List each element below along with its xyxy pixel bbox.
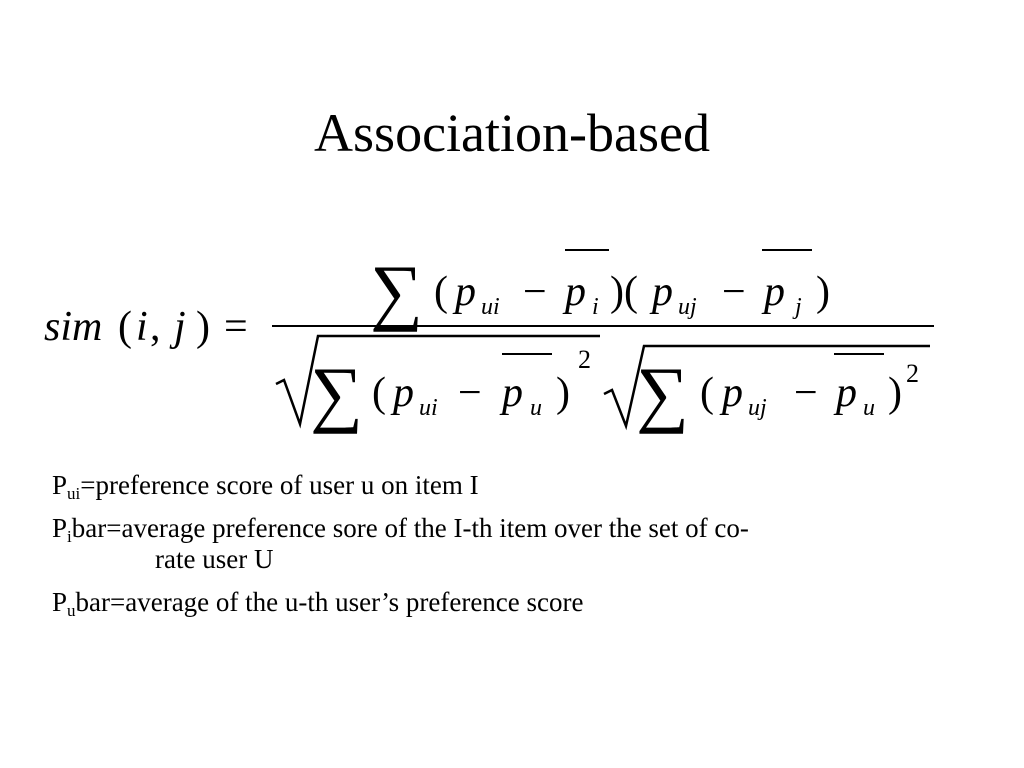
denominator-left-sum-sign: ∑ — [310, 353, 363, 435]
numerator-p-ui: p — [452, 269, 476, 315]
denominator-right-p-u: p — [833, 370, 857, 416]
numerator-middle-parens: )( — [610, 269, 638, 315]
numerator-open-paren: ( — [434, 269, 448, 315]
numerator-p-i: p — [562, 269, 586, 315]
numerator-sub-uj: uj — [678, 294, 697, 320]
denominator-left-open-paren: ( — [372, 370, 386, 416]
numerator-sub-ui: ui — [481, 294, 500, 320]
lhs-arg-j: j — [169, 304, 186, 350]
definition-symbol: P — [52, 513, 68, 543]
denominator-right-sub-u: u — [863, 395, 875, 421]
denominator-right-close-paren: ) — [888, 370, 902, 416]
denominator-left-exponent: 2 — [578, 345, 591, 374]
definition-text: =preference score of user u on item I — [80, 470, 479, 500]
numerator-sub-j: j — [792, 294, 802, 320]
definition-symbol: P — [52, 587, 68, 617]
definition-pu-bar: Pubar=average of the u-th user’s prefere… — [52, 587, 952, 620]
denominator-left-p-u: p — [499, 370, 523, 416]
numerator-p-j: p — [761, 269, 785, 315]
denominator-right-sub-uj: uj — [748, 395, 767, 421]
lhs-arg-i: i — [136, 304, 148, 350]
numerator-p-uj: p — [649, 269, 673, 315]
lhs-comma: , — [150, 304, 161, 350]
slide-title: Association-based — [314, 103, 710, 163]
definition-pi-bar: Pibar=average preference sore of the I-t… — [52, 513, 952, 575]
denominator-left-sub-ui: ui — [419, 395, 438, 421]
numerator-minus-1: − — [523, 269, 547, 315]
definition-text: bar=average preference sore of the I-th … — [71, 513, 749, 543]
denominator-right-exponent: 2 — [906, 359, 919, 388]
definition-text: bar=average of the u-th user’s preferenc… — [75, 587, 584, 617]
formula-lhs: sim ( i , j ) = — [44, 304, 248, 350]
definition-subscript: u — [67, 601, 76, 620]
denominator-right: ∑ ( p uj − p u ) 2 — [603, 344, 930, 435]
numerator-sum-sign: ∑ — [370, 251, 423, 333]
denominator-left: ∑ ( p ui − p u ) 2 — [275, 334, 600, 435]
denominator-left-sub-u: u — [530, 395, 542, 421]
lhs-func: sim — [44, 304, 102, 350]
numerator-minus-2: − — [722, 269, 746, 315]
numerator-close-paren: ) — [816, 269, 830, 315]
formula-numerator: ∑ ( p ui − p i )( p uj − p j ) — [370, 249, 830, 333]
definition-continuation: rate user U — [155, 544, 274, 574]
denominator-right-open-paren: ( — [700, 370, 714, 416]
definitions-list: Pui=preference score of user u on item I… — [52, 470, 952, 630]
definition-subscript: i — [67, 527, 72, 546]
denominator-right-minus: − — [794, 370, 818, 416]
denominator-left-close-paren: ) — [556, 370, 570, 416]
lhs-equals: = — [224, 304, 248, 350]
denominator-right-p-uj: p — [719, 370, 743, 416]
definition-subscript: ui — [67, 484, 81, 503]
definition-symbol: P — [52, 470, 68, 500]
similarity-formula: sim ( i , j ) = ∑ ( p ui − p i )( p uj −… — [44, 249, 934, 435]
denominator-left-minus: − — [458, 370, 482, 416]
definition-pui: Pui=preference score of user u on item I — [52, 470, 952, 503]
lhs-close-paren: ) — [196, 304, 210, 350]
sqrt-radical-left — [275, 334, 600, 429]
denominator-left-p-ui: p — [390, 370, 414, 416]
lhs-open-paren: ( — [118, 304, 132, 350]
sqrt-radical-right — [603, 344, 930, 431]
numerator-sub-i: i — [592, 294, 599, 320]
denominator-right-sum-sign: ∑ — [636, 353, 689, 435]
